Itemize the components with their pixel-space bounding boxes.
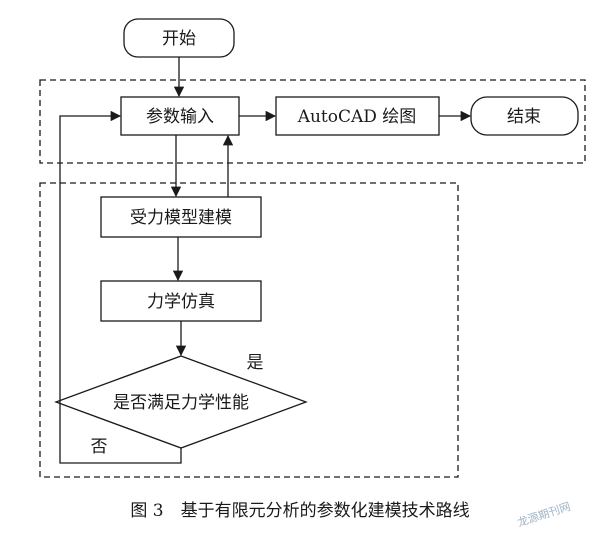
figure-caption: 图 3 基于有限元分析的参数化建模技术路线 bbox=[130, 501, 469, 521]
mech-sim-label: 力学仿真 bbox=[147, 292, 215, 312]
arrow-no-loop bbox=[59, 110, 182, 464]
end-label: 结束 bbox=[507, 107, 541, 127]
param-input-label: 参数输入 bbox=[146, 107, 214, 127]
yes-label: 是 bbox=[247, 353, 264, 373]
start-label: 开始 bbox=[162, 29, 196, 49]
no-label: 否 bbox=[91, 437, 108, 457]
force-model-label: 受力模型建模 bbox=[130, 208, 232, 228]
top-dashed-group bbox=[39, 79, 586, 164]
autocad-label: AutoCAD 绘图 bbox=[297, 107, 417, 127]
watermark: 龙源期刊网 bbox=[515, 499, 572, 529]
bottom-dashed-group bbox=[39, 182, 459, 478]
param-input-node bbox=[120, 96, 240, 136]
decision-label: 是否满足力学性能 bbox=[113, 393, 249, 413]
